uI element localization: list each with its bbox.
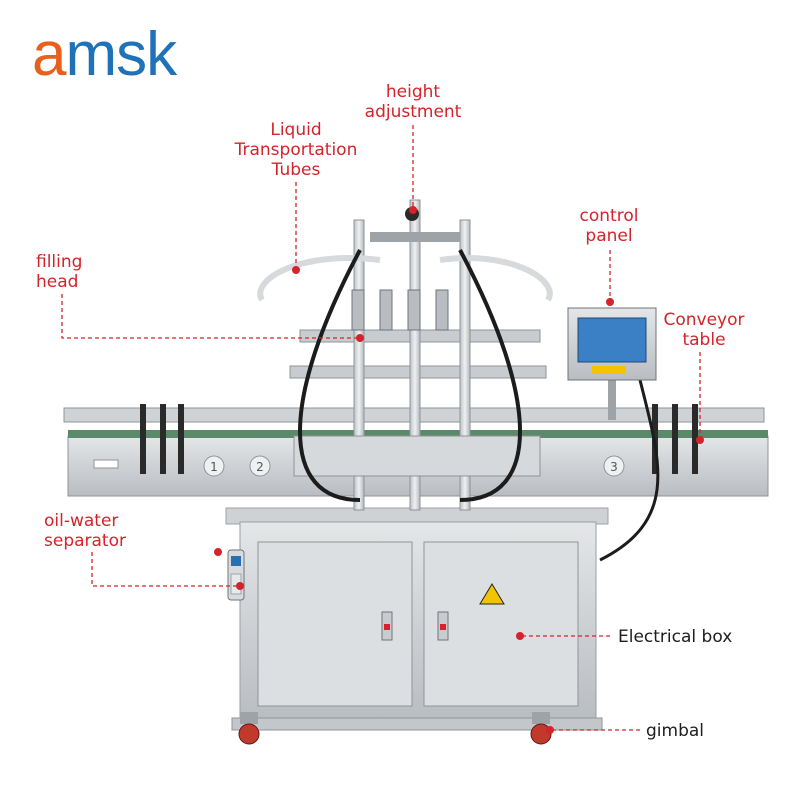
callout-electrical-box: Electrical box: [618, 627, 733, 647]
callout-control-panel: control panel: [579, 206, 639, 246]
callout-height-adjustment: height adjustment: [364, 82, 462, 122]
callout-liquid-transportation-tubes: Liquid Transportation Tubes: [234, 120, 358, 180]
control-panel-unit: [567, 307, 657, 420]
logo-letter-a: a: [32, 20, 66, 89]
filling-frame: [289, 199, 547, 511]
callout-filling-head: filling head: [36, 252, 83, 292]
callout-lines: [61, 125, 701, 731]
cabinet: [225, 507, 609, 731]
oil-water-separator-unit: [214, 548, 245, 601]
callout-oil-water-separator: oil-water separator: [44, 511, 126, 551]
station-number-1: 1: [210, 460, 218, 474]
amsk-logo: amsk: [32, 24, 177, 86]
station-number-3: 3: [610, 460, 618, 474]
callout-dots: [236, 206, 704, 734]
callout-gimbal: gimbal: [646, 721, 705, 741]
station-number-2: 2: [256, 460, 264, 474]
logo-letters-msk: msk: [65, 20, 177, 89]
hoses: [257, 249, 660, 562]
caster-wheels: [238, 712, 552, 745]
callout-conveyor-table: Conveyor table: [663, 310, 745, 350]
